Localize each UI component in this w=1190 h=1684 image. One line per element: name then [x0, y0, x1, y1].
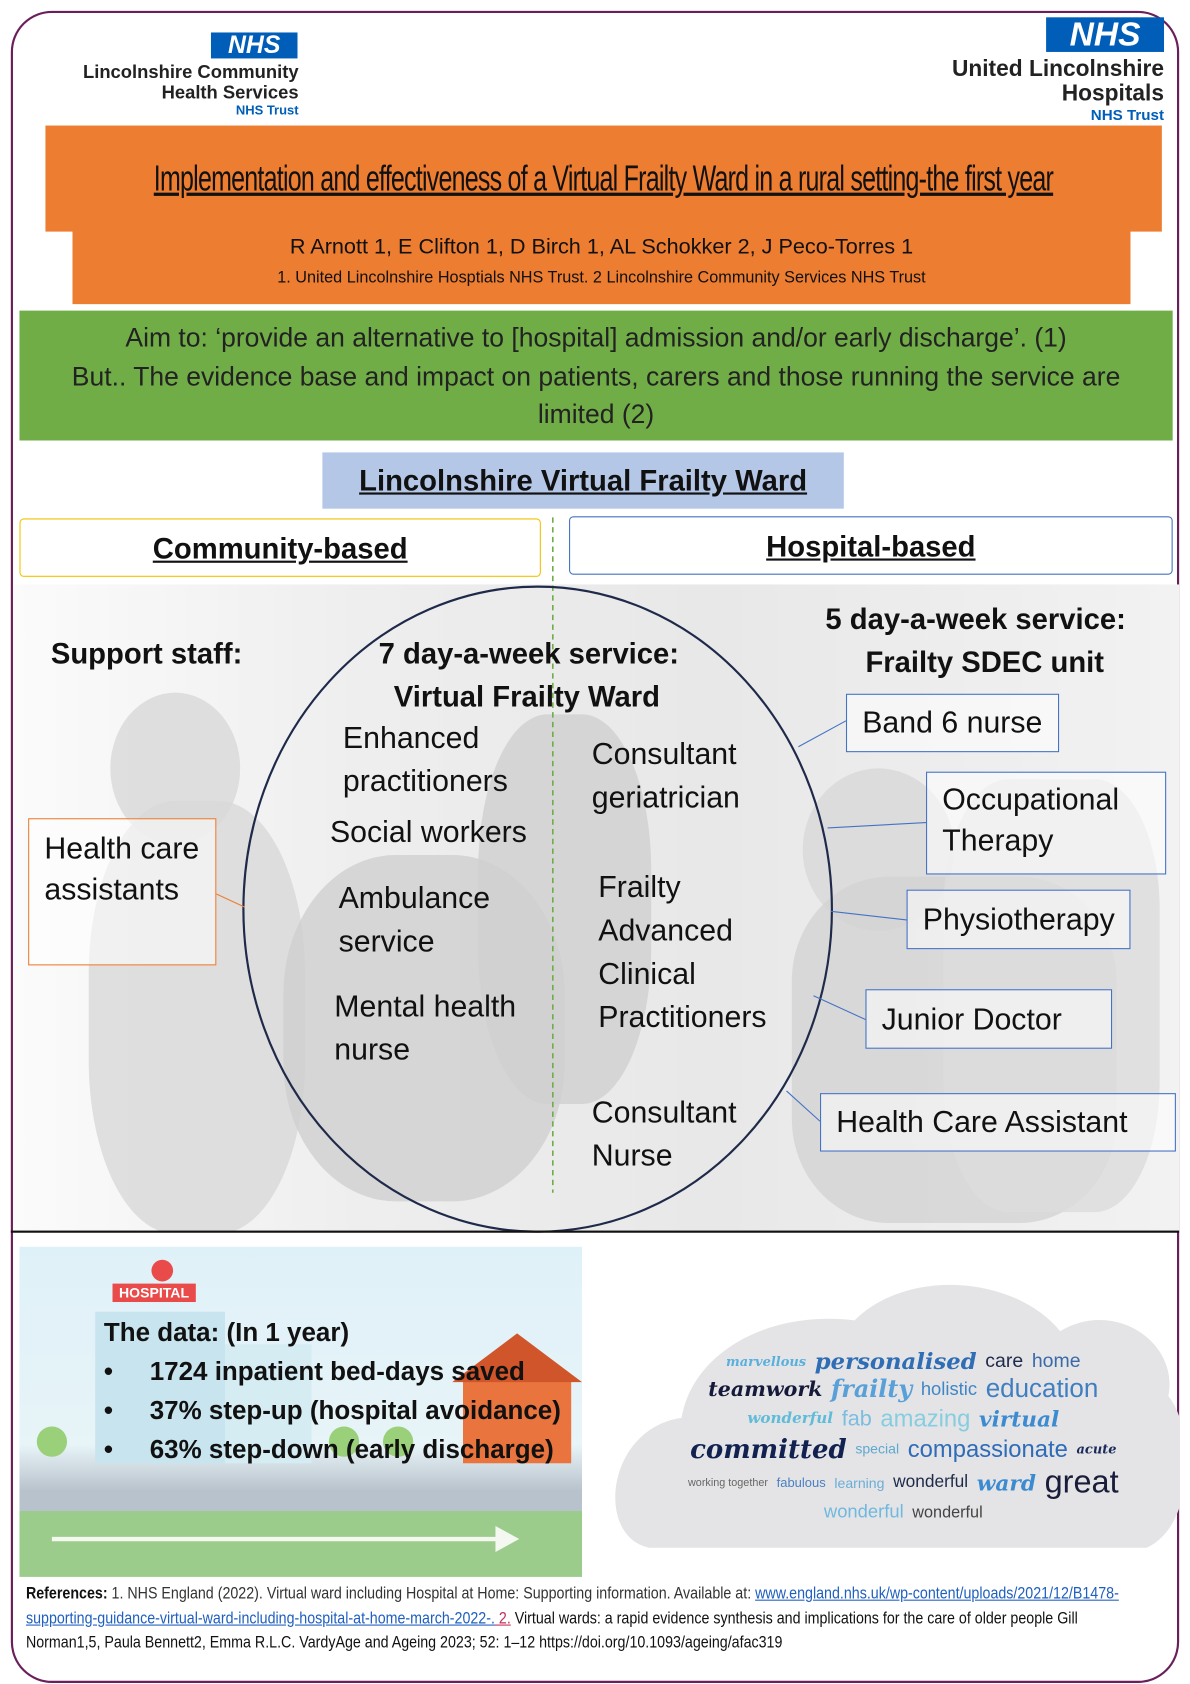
- cloud-word: wonderful: [747, 1410, 834, 1428]
- hospital-service-line1: 5 day-a-week service:: [825, 602, 1126, 636]
- cloud-word: holistic: [920, 1378, 978, 1400]
- logo-line: Hospitals: [1061, 81, 1165, 107]
- authors: R Arnott 1, E Clifton 1, D Birch 1, AL S…: [289, 234, 914, 259]
- cloud-shape: [615, 1284, 1180, 1548]
- data-bullet: •63% step-down (early discharge): [103, 1435, 554, 1465]
- role-social-workers: Social workers: [329, 814, 527, 849]
- reference-1-link[interactable]: www.england.nhs.uk/wp-content/uploads/20…: [25, 1584, 1119, 1628]
- cloud-word: learning: [834, 1474, 885, 1491]
- role-frailty-acp: Frailty Advanced Clinical Practitioners: [598, 870, 767, 1034]
- virtual-service-line1: 7 day-a-week service:: [378, 637, 680, 670]
- cloud-word: care: [985, 1349, 1024, 1372]
- cloud-word: great: [1044, 1464, 1119, 1501]
- nhs-badge: NHS: [210, 32, 298, 59]
- cloud-word: acute: [1076, 1441, 1117, 1457]
- hospital-sign: HOSPITAL: [112, 1283, 196, 1303]
- aim-banner: Aim to: ‘provide an alternative to [hosp…: [19, 310, 1173, 441]
- reference-1: 1. NHS England (2022). Virtual ward incl…: [107, 1584, 756, 1603]
- poster-title: Implementation and effectiveness of a Vi…: [153, 158, 1054, 199]
- community-header: Community-based: [19, 518, 541, 577]
- cloud-word: teamwork: [708, 1377, 823, 1402]
- cloud-word: working together: [687, 1476, 768, 1489]
- references: References: 1. NHS England (2022). Virtu…: [26, 1582, 1152, 1655]
- data-panel: HOSPITAL: [19, 1246, 583, 1577]
- authors-banner: R Arnott 1, E Clifton 1, D Birch 1, AL S…: [72, 230, 1131, 305]
- cloud-word: personalised: [814, 1347, 977, 1375]
- health-care-assistants-box: Health care assistants: [28, 818, 217, 966]
- hospital-header: Hospital-based: [569, 516, 1173, 575]
- role-enhanced-practitioners: Enhanced practitioners: [342, 720, 508, 798]
- word-cloud-words: marvellous personalised care home teamwo…: [671, 1312, 1136, 1559]
- data-list: The data: (In 1 year) •1724 inpatient be…: [104, 1314, 561, 1470]
- logo-line: Health Services: [161, 81, 299, 103]
- ulh-logo: NHS United Lincolnshire Hospitals NHS Tr…: [855, 17, 1165, 124]
- word-cloud: marvellous personalised care home teamwo…: [606, 1255, 1180, 1569]
- reference-2: Virtual wards: a rapid evidence synthesi…: [25, 1608, 1078, 1652]
- role-box: Physiotherapy: [906, 889, 1131, 950]
- cloud-word: marvellous: [726, 1353, 807, 1369]
- evidence-text: But.. The evidence base and impact on pa…: [71, 362, 1121, 430]
- cloud-word: fabulous: [776, 1475, 826, 1491]
- cloud-word: wonderful: [823, 1501, 904, 1522]
- title-banner: Implementation and effectiveness of a Vi…: [45, 125, 1162, 232]
- cloud-word: home: [1031, 1349, 1081, 1372]
- street-illustration: [36, 1259, 583, 1553]
- cloud-word: fab: [841, 1406, 872, 1431]
- logo-trust: NHS Trust: [235, 103, 299, 119]
- role-box: Junior Doctor: [865, 989, 1113, 1049]
- cloud-word: frailty: [831, 1375, 913, 1404]
- cloud-word: virtual: [979, 1405, 1060, 1432]
- cloud-word: amazing: [880, 1404, 971, 1432]
- support-staff-label: Support staff:: [50, 637, 243, 670]
- references-label: References:: [25, 1584, 108, 1603]
- community-header-text: Community-based: [152, 532, 408, 565]
- hospital-service-line2: Frailty SDEC unit: [865, 646, 1105, 679]
- cloud-word: committed: [690, 1432, 847, 1465]
- aim-text: Aim to: ‘provide an alternative to [hosp…: [125, 323, 1067, 353]
- cloud-word: education: [985, 1374, 1099, 1404]
- logo-trust: NHS Trust: [1090, 106, 1165, 124]
- ward-title: Lincolnshire Virtual Frailty Ward: [322, 452, 844, 509]
- lchs-logo: NHS Lincolnshire Community Health Servic…: [19, 32, 299, 119]
- section-divider: [10, 1230, 1180, 1233]
- role-box: Health Care Assistant: [820, 1093, 1176, 1152]
- role-ambulance-service: Ambulance service: [338, 880, 491, 958]
- role-mental-health-nurse: Mental health nurse: [334, 989, 517, 1067]
- data-bullet: •37% step-up (hospital avoidance): [103, 1396, 561, 1426]
- cloud-word: special: [855, 1440, 900, 1457]
- logo-line: Lincolnshire Community: [82, 61, 299, 83]
- nhs-badge: NHS: [1046, 17, 1165, 52]
- virtual-service-line2: Virtual Frailty Ward: [393, 680, 660, 714]
- hca-text: Health care assistants: [44, 831, 200, 906]
- affiliations: 1. United Lincolnshire Hosptials NHS Tru…: [277, 268, 926, 287]
- role-consultant-geriatrician: Consultant geriatrician: [591, 737, 740, 814]
- ward-title-text: Lincolnshire Virtual Frailty Ward: [359, 464, 808, 497]
- logo-line: United Lincolnshire: [951, 56, 1165, 82]
- role-consultant-nurse: Consultant Nurse: [591, 1095, 737, 1173]
- role-box: Occupational Therapy: [926, 771, 1167, 875]
- cloud-word: ward: [976, 1469, 1036, 1496]
- cloud-word: wonderful: [912, 1502, 983, 1522]
- role-box: Band 6 nurse: [845, 693, 1059, 753]
- cloud-word: wonderful: [893, 1473, 969, 1492]
- reference-2-number: 2.: [494, 1608, 511, 1628]
- data-heading: The data: (In 1 year): [103, 1318, 350, 1348]
- data-bullet: •1724 inpatient bed-days saved: [103, 1357, 525, 1387]
- cloud-word: compassionate: [907, 1434, 1068, 1462]
- hospital-header-text: Hospital-based: [766, 530, 976, 563]
